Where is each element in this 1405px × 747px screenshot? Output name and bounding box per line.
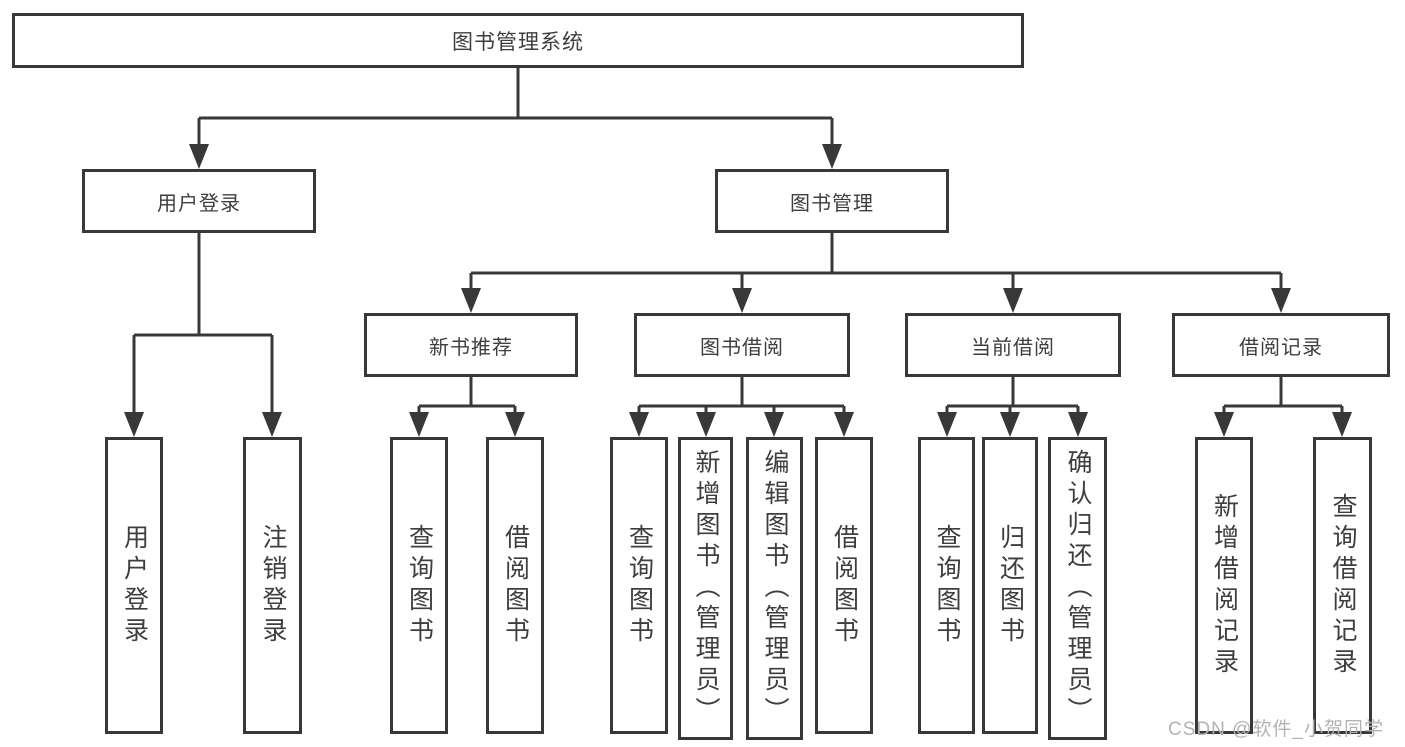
node-borrowing-records-label: 借阅记录	[1239, 336, 1323, 359]
node-current-borrowing-label: 当前借阅	[971, 336, 1055, 359]
leaf-borrow-add-admin: 新增图书（管理员）	[678, 437, 733, 740]
leaf-newbooks-query: 查询图书	[390, 437, 448, 734]
leaf-current-return: 归还图书	[982, 437, 1038, 734]
leaf-logout-label: 注销登录	[259, 523, 287, 648]
leaf-records-query: 查询借阅记录	[1313, 437, 1372, 734]
leaf-current-return-label: 归还图书	[996, 523, 1025, 648]
node-book-borrowing-label: 图书借阅	[700, 336, 784, 359]
leaf-newbooks-borrow: 借阅图书	[486, 437, 544, 734]
node-user-login-label: 用户登录	[157, 192, 241, 215]
node-new-book-recommend: 新书推荐	[364, 313, 578, 377]
node-book-management: 图书管理	[715, 169, 949, 233]
leaf-borrow-query: 查询图书	[610, 437, 668, 734]
leaf-logout: 注销登录	[243, 437, 302, 734]
leaf-current-query: 查询图书	[918, 437, 975, 734]
node-library-system-label: 图书管理系统	[452, 30, 584, 54]
leaf-records-query-label: 查询借阅记录	[1329, 492, 1357, 679]
leaf-borrow-query-label: 查询图书	[625, 523, 654, 648]
leaf-borrow-edit-admin: 编辑图书（管理员）	[746, 437, 803, 740]
node-new-book-recommend-label: 新书推荐	[429, 336, 513, 359]
leaf-user-login: 用户登录	[105, 437, 163, 734]
node-current-borrowing: 当前借阅	[905, 313, 1121, 377]
node-book-borrowing: 图书借阅	[634, 313, 850, 377]
leaf-borrow-borrow: 借阅图书	[815, 437, 873, 734]
leaf-newbooks-borrow-label: 借阅图书	[501, 523, 530, 648]
node-user-login: 用户登录	[82, 169, 316, 233]
leaf-current-confirm-admin: 确认归还（管理员）	[1048, 437, 1107, 740]
leaf-borrow-add-admin-label: 新增图书（管理员）	[692, 449, 720, 728]
csdn-watermark: CSDN @软件_小贺同学	[1168, 719, 1384, 740]
leaf-newbooks-query-label: 查询图书	[405, 523, 434, 648]
leaf-records-add: 新增借阅记录	[1195, 437, 1253, 734]
node-book-management-label: 图书管理	[790, 192, 874, 215]
node-library-system: 图书管理系统	[12, 13, 1024, 68]
node-borrowing-records: 借阅记录	[1172, 313, 1390, 377]
leaf-current-confirm-admin-label: 确认归还（管理员）	[1064, 449, 1092, 728]
leaf-current-query-label: 查询图书	[933, 523, 961, 648]
leaf-borrow-borrow-label: 借阅图书	[830, 523, 859, 648]
leaf-borrow-edit-admin-label: 编辑图书（管理员）	[761, 449, 789, 728]
leaf-user-login-label: 用户登录	[120, 523, 149, 648]
leaf-records-add-label: 新增借阅记录	[1210, 492, 1239, 679]
